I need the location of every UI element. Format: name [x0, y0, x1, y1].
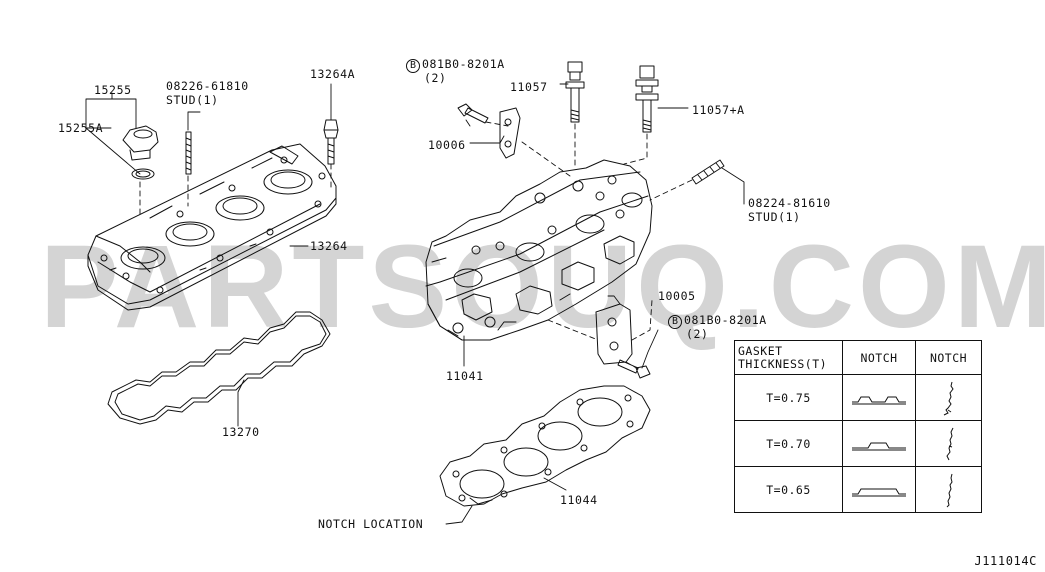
notch-edge-icon — [915, 374, 982, 421]
notch-profile-icon — [842, 466, 916, 513]
callout-08224-number: 08224-81610 — [748, 196, 831, 210]
notch-edge-icon — [915, 466, 982, 513]
rocker-cover-13264 — [87, 143, 337, 311]
head-gasket-11044 — [439, 385, 651, 507]
callout-11041: 11041 — [446, 369, 484, 383]
table-row: T=0.70 — [734, 420, 982, 467]
cylinder-head-11041 — [425, 159, 653, 341]
oil-filler-cap-15255 — [122, 125, 159, 161]
leader-lines — [85, 83, 745, 525]
callout-081b0-top-qty: (2) — [424, 71, 447, 85]
rocker-gasket-13270 — [107, 311, 331, 425]
thickness-value: T=0.70 — [734, 420, 843, 467]
notch-edge-icon — [915, 420, 982, 467]
bolt-11057a — [635, 65, 659, 133]
bolt-11057 — [565, 61, 585, 123]
callout-15255: 15255 — [94, 83, 132, 97]
callout-15255a: 15255A — [58, 121, 104, 135]
callout-11044: 11044 — [560, 493, 598, 507]
callout-10006: 10006 — [428, 138, 466, 152]
callout-10005: 10005 — [658, 289, 696, 303]
seal-ring-15255a — [131, 168, 155, 180]
table-header-row: GASKET THICKNESS(T) NOTCH NOTCH — [734, 340, 982, 375]
gasket-thickness-table: GASKET THICKNESS(T) NOTCH NOTCH T=0.75 — [734, 340, 982, 513]
table-row: T=0.65 — [734, 466, 982, 513]
callout-08224-note: STUD(1) — [748, 210, 801, 224]
diagram-code: J111014C — [974, 554, 1037, 568]
stud-08224 — [691, 159, 725, 185]
bracket-10006 — [499, 107, 521, 159]
bolt-081b0-top — [457, 103, 489, 124]
callout-081b0-top-number: 081B0-8201A — [422, 57, 505, 71]
callout-13270: 13270 — [222, 425, 260, 439]
notch-profile-icon — [842, 420, 916, 467]
callout-08226-note: STUD(1) — [166, 93, 219, 107]
callout-13264: 13264 — [310, 239, 348, 253]
callout-11057a: 11057+A — [692, 103, 745, 117]
bracket-10005 — [595, 303, 633, 365]
callout-11057: 11057 — [510, 80, 548, 94]
header-notch-profile: NOTCH — [842, 340, 916, 375]
callout-08226-number: 08226-61810 — [166, 79, 249, 93]
stud-08226 — [185, 131, 192, 175]
callout-13264a: 13264A — [310, 67, 356, 81]
bolt-13264a — [323, 119, 339, 165]
thickness-value: T=0.65 — [734, 466, 843, 513]
table-row: T=0.75 — [734, 374, 982, 421]
callout-081b0-bottom-number: 081B0-8201A — [684, 313, 767, 327]
header-thickness: GASKET THICKNESS(T) — [734, 340, 843, 375]
callout-notch-location: NOTCH LOCATION — [318, 517, 424, 531]
callout-081b0-bottom-qty: (2) — [686, 327, 709, 341]
b-marker-icon: B — [668, 315, 682, 329]
b-marker-icon: B — [406, 59, 420, 73]
assembly-dashed-lines — [139, 121, 693, 371]
notch-profile-icon — [842, 374, 916, 421]
thickness-value: T=0.75 — [734, 374, 843, 421]
header-notch-edge: NOTCH — [915, 340, 982, 375]
